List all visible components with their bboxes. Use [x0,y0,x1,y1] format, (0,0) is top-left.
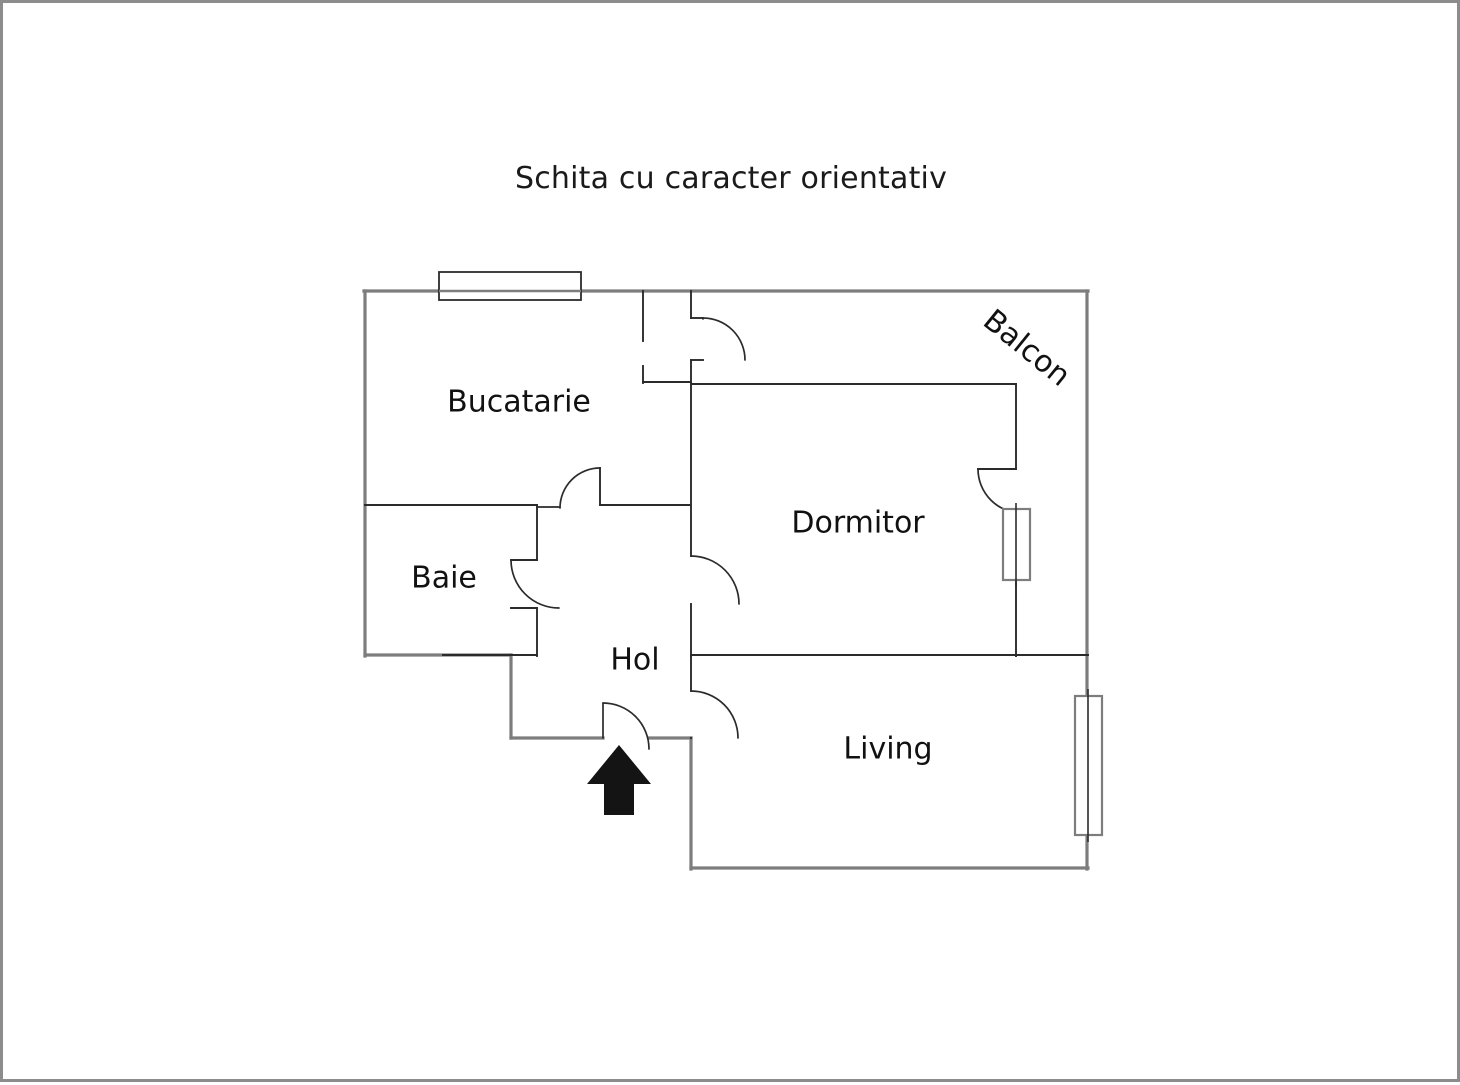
window-dormitor [1001,503,1032,586]
room-label-living: Living [843,732,932,767]
door-baie-hol [510,559,560,609]
door-bucatarie-balcon-access [702,317,746,361]
room-label-bucatarie: Bucatarie [447,385,591,420]
door-dormitor-hol [690,555,740,605]
door-arc [602,702,650,750]
entrance-arrow [587,745,651,815]
door-swings [510,317,1023,750]
window-bucatarie [438,271,582,301]
door-arc [690,555,740,605]
window-living [1073,689,1104,842]
windows [438,271,1104,842]
interior-walls [364,290,1089,739]
door-bucatarie-hol [536,467,601,509]
door-arc [510,559,560,609]
door-living-hol [690,690,739,739]
door-arc [702,317,746,361]
room-label-dormitor: Dormitor [791,506,925,541]
window-frame [438,271,582,301]
door-arc [559,467,601,509]
door-arc [690,690,739,739]
room-label-baie: Baie [411,561,477,596]
room-label-balcon: Balcon [976,303,1077,394]
arrow-shape [587,745,651,815]
page-title: Schita cu caracter orientativ [514,161,948,196]
door-entrance [602,702,650,750]
room-label-hol: Hol [610,643,659,678]
floor-plan-drawing: Bucatarie Baie Hol Dormitor Living Balco… [362,271,1104,871]
